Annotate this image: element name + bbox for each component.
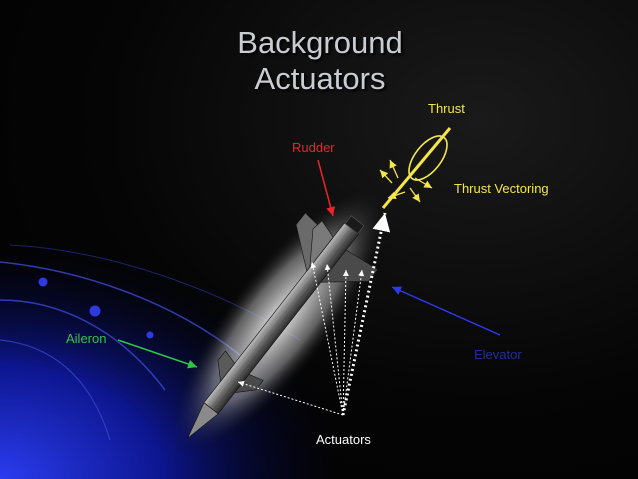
actuator-arrow-rudder-2 bbox=[324, 263, 344, 416]
aileron-fin-top bbox=[217, 350, 236, 383]
actuator-arrow-elevator-1 bbox=[342, 269, 349, 416]
slide-title-line1: Background bbox=[237, 25, 403, 60]
elevator-pointer bbox=[391, 286, 501, 336]
thrust-vector bbox=[379, 127, 452, 209]
missile-nozzle bbox=[344, 215, 365, 234]
thrust-vectoring-ellipse bbox=[408, 135, 448, 181]
aileron-fin-bottom bbox=[234, 374, 264, 393]
elevator-fin-top bbox=[309, 220, 334, 269]
missile bbox=[170, 186, 390, 454]
rudder-label: Rudder bbox=[292, 140, 335, 155]
actuator-arrows bbox=[237, 212, 391, 416]
aileron-label: Aileron bbox=[66, 331, 107, 346]
missile-nose bbox=[187, 402, 219, 439]
actuator-arrow-elevator-2 bbox=[342, 269, 365, 416]
actuator-arrow-nozzle bbox=[341, 212, 391, 416]
actuators-label: Actuators bbox=[316, 432, 371, 447]
aileron-pointer bbox=[117, 339, 198, 369]
thrust-label: Thrust bbox=[428, 101, 465, 116]
thrust-vectoring-label: Thrust Vectoring bbox=[454, 181, 549, 196]
elevator-label: Elevator bbox=[474, 347, 522, 362]
rudder-pointer bbox=[317, 159, 336, 217]
slide-title-line2: Actuators bbox=[254, 61, 386, 96]
